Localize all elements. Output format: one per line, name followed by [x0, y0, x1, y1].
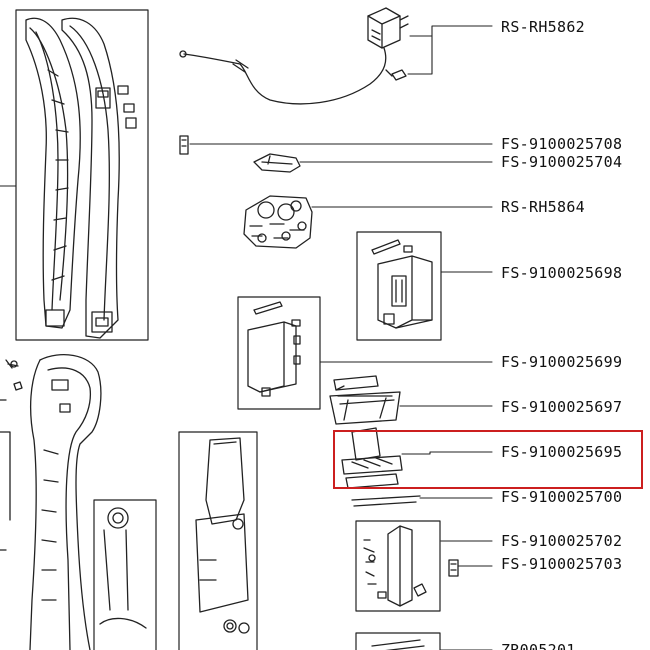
- part-label-fs-9100025704[interactable]: FS-9100025704: [501, 153, 623, 171]
- latch-drawing: [253, 153, 301, 173]
- part-label-fs-9100025695[interactable]: FS-9100025695: [501, 443, 623, 461]
- handle-cover-drawing: [355, 520, 441, 612]
- clip-2-drawing: [448, 559, 459, 577]
- handle-tube-drawing: [15, 9, 149, 341]
- part-label-rs-rh5862[interactable]: RS-RH5862: [501, 18, 585, 36]
- filter-frame-drawing: [356, 231, 442, 341]
- part-label-fs-9100025708[interactable]: FS-9100025708: [501, 135, 623, 153]
- part-label-fs-9100025697[interactable]: FS-9100025697: [501, 398, 623, 416]
- part-label-zr005201[interactable]: ZR005201: [501, 641, 576, 650]
- body-housing-drawing: [0, 354, 157, 650]
- part-label-fs-9100025702[interactable]: FS-9100025702: [501, 532, 623, 550]
- filter-frame-2-drawing: [237, 296, 321, 410]
- motor-unit-drawing: [243, 195, 313, 249]
- clip-drawing: [179, 135, 189, 155]
- highlight-box: [333, 430, 643, 489]
- part-label-fs-9100025703[interactable]: FS-9100025703: [501, 555, 623, 573]
- leader-lines: [0, 25, 493, 650]
- part-label-fs-9100025699[interactable]: FS-9100025699: [501, 353, 623, 371]
- funnel-drawing: [329, 375, 401, 425]
- brush-head-drawing: [355, 632, 441, 650]
- seal-drawing: [351, 495, 421, 507]
- part-label-fs-9100025700[interactable]: FS-9100025700: [501, 488, 623, 506]
- part-label-fs-9100025698[interactable]: FS-9100025698: [501, 264, 623, 282]
- main-body-drawing: [178, 431, 258, 650]
- part-label-rs-rh5864[interactable]: RS-RH5864: [501, 198, 585, 216]
- dust-container-drawing: [341, 427, 403, 489]
- charger-drawing: [179, 7, 409, 105]
